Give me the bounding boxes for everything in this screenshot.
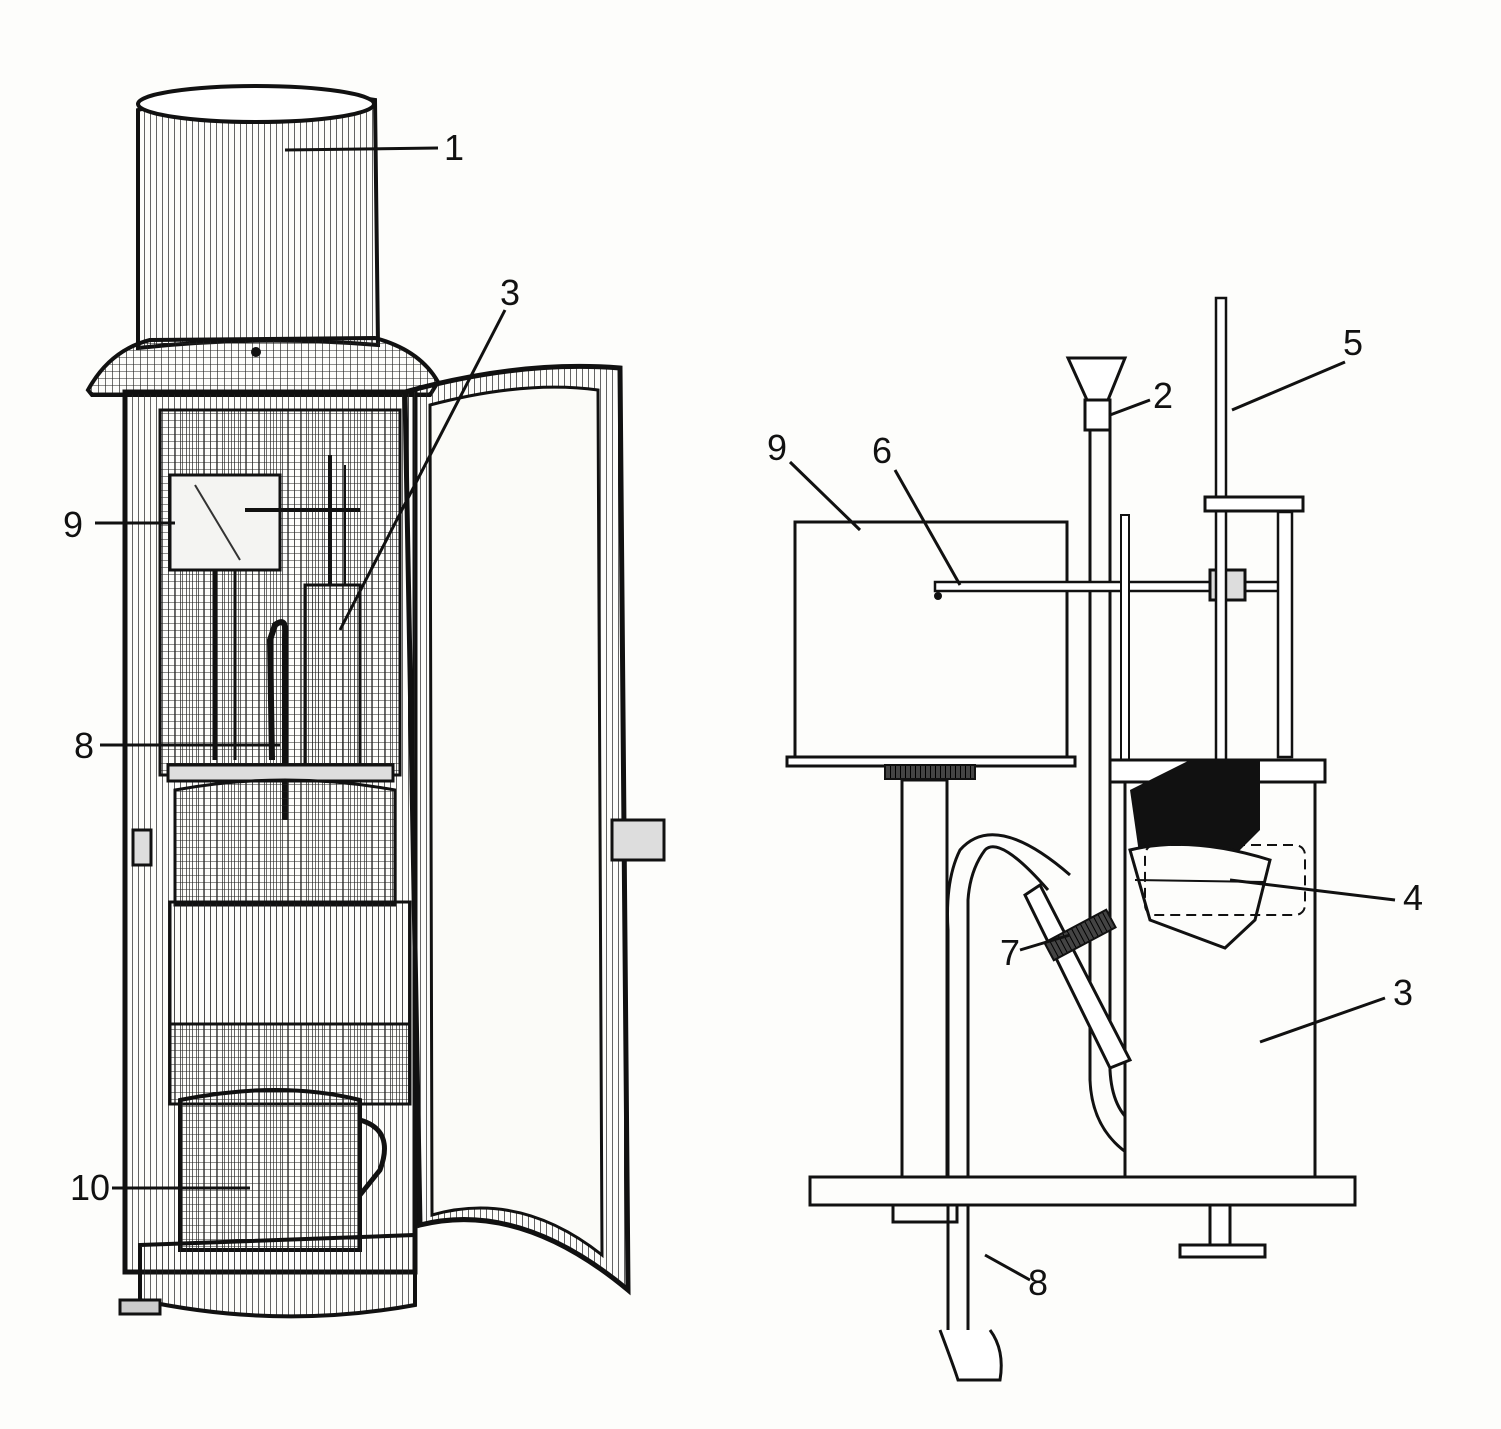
- right-callouts: 5 2 9 6 4 7 3 8: [767, 322, 1423, 1303]
- siphon-tube: [266, 619, 289, 820]
- callout-2: 2: [1153, 375, 1173, 416]
- callout-8-detail: 8: [1028, 1262, 1048, 1303]
- callout-1: 1: [444, 127, 464, 168]
- callout-5: 5: [1343, 322, 1363, 363]
- chart-drum: [168, 473, 282, 572]
- chart-drum-detail: [793, 520, 1069, 759]
- housing-base: [138, 1232, 417, 1319]
- callout-7: 7: [1000, 932, 1020, 973]
- base-plate: [808, 1175, 1357, 1207]
- callout-4: 4: [1403, 877, 1423, 918]
- siphon-clamp: [1023, 882, 1133, 1070]
- left-callouts: 1 3 9 8 10: [63, 127, 520, 1208]
- inlet-funnel: [1065, 356, 1128, 402]
- float-chamber-detail: [1108, 758, 1327, 1179]
- callout-3-detail: 3: [1393, 972, 1413, 1013]
- housing-body: [118, 389, 418, 1319]
- siphon-tube-detail: [946, 833, 1071, 1330]
- housing-band: [168, 900, 412, 1026]
- callout-9-detail: 9: [767, 427, 787, 468]
- float-chamber: [303, 583, 362, 767]
- callout-8: 8: [74, 725, 94, 766]
- open-door: [402, 363, 666, 1296]
- callout-6: 6: [872, 430, 892, 471]
- rain-gauge-housing: [85, 84, 666, 1319]
- callout-10: 10: [70, 1167, 110, 1208]
- receiver-cylinder: [136, 84, 381, 351]
- callout-3: 3: [500, 272, 520, 313]
- lower-tank: [173, 778, 397, 907]
- callout-9: 9: [63, 504, 83, 545]
- mechanism-detail: [785, 296, 1357, 1382]
- housing-brim: [85, 335, 441, 397]
- collecting-vessel: [178, 1088, 387, 1252]
